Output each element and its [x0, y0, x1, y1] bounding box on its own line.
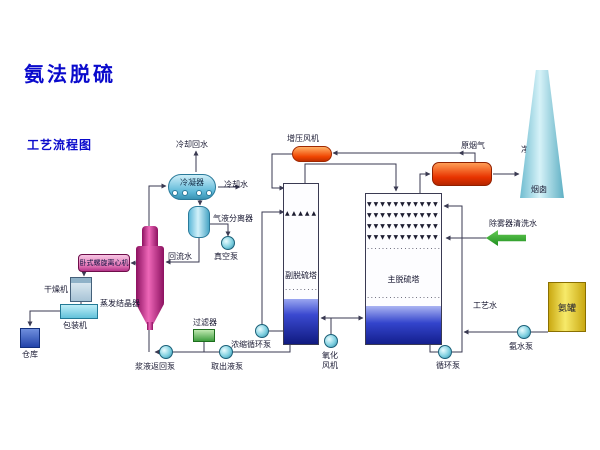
condenser: 冷凝器 — [168, 174, 216, 200]
heat-exchanger — [432, 162, 492, 186]
warehouse-box — [20, 328, 40, 348]
pipe — [148, 183, 167, 226]
condenser-tube-icon — [206, 190, 212, 196]
aux-tower-liquid — [284, 299, 318, 344]
extraction-pump-label: 取出液泵 — [211, 362, 243, 371]
liquid-surface-dots: ······································· — [285, 288, 317, 294]
gas-liquid-separator — [188, 206, 210, 238]
ammonia-pump-icon — [517, 325, 531, 339]
main-tower-label: 主脱硫塔 — [387, 275, 420, 284]
vacuum-pump-label: 真空泵 — [214, 252, 238, 261]
pipe — [27, 310, 60, 327]
condenser-tube-icon — [172, 190, 178, 196]
warehouse-label: 仓库 — [22, 350, 38, 359]
reflux-water-label: 回流水 — [168, 252, 192, 261]
spray-nozzles-row: ▲▲▲▲▲▲▲▲▲▲ — [285, 210, 317, 217]
aux-desulfurization-tower: ▲▲▲▲▲▲▲▲▲▲ 副脱硫塔 ························… — [283, 183, 319, 345]
pipe — [261, 209, 285, 325]
cooling-return-label: 冷却回水 — [176, 140, 208, 149]
spray-nozzles-row: ▼▼▼▼▼▼▼▼▼▼▼▼▼▼ — [367, 212, 440, 219]
aux-tower-label: 副脱硫塔 — [285, 271, 317, 280]
vacuum-pump-icon — [221, 236, 235, 250]
horizontal-screw-centrifuge: 卧式螺旋离心机 — [78, 254, 130, 272]
main-desulfurization-tower: ▼▼▼▼▼▼▼▼▼▼▼▼▼▼ ▼▼▼▼▼▼▼▼▼▼▼▼▼▼ ▼▼▼▼▼▼▼▼▼▼… — [365, 193, 442, 345]
chimney-label: 烟囱 — [531, 185, 547, 194]
concentration-pump-icon — [255, 324, 269, 338]
crystallizer-outlet — [147, 322, 153, 330]
liquid-surface-dots: ······································· — [367, 296, 440, 302]
pipe — [165, 238, 200, 265]
dryer-machine — [70, 277, 92, 302]
pipe — [419, 171, 431, 193]
pipe — [304, 163, 399, 192]
process-water-label: 工艺水 — [473, 301, 497, 310]
slurry-return-pump-label: 浆液返回泵 — [135, 362, 175, 371]
crystallizer-label: 蒸发结晶器 — [100, 299, 140, 308]
extraction-pump-icon — [219, 345, 233, 359]
spray-nozzles-row: ▼▼▼▼▼▼▼▼▼▼▼▼▼▼ — [367, 201, 440, 208]
diagram-subtitle: 工艺流程图 — [27, 138, 93, 152]
slurry-return-pump-icon — [159, 345, 173, 359]
demister-dots-row: ······································· — [367, 247, 440, 253]
crystallizer-neck — [142, 226, 158, 248]
pipe — [154, 344, 291, 355]
condenser-tube-icon — [196, 190, 202, 196]
packer-label: 包装机 — [63, 321, 87, 330]
spray-nozzles-row: ▼▼▼▼▼▼▼▼▼▼▼▼▼▼ — [367, 223, 440, 230]
filter-label: 过滤器 — [193, 318, 217, 327]
raw-gas-label: 原烟气 — [461, 141, 485, 150]
filter-box — [193, 329, 215, 342]
pipe — [210, 223, 231, 237]
circulation-pump-label: 循环泵 — [436, 361, 460, 370]
spray-nozzles-row: ▼▼▼▼▼▼▼▼▼▼▼▼▼▼ — [367, 234, 440, 241]
condenser-tube-icon — [182, 190, 188, 196]
cooling-water-label: 冷却水 — [224, 180, 248, 189]
circulation-pump-icon — [438, 345, 452, 359]
page-title: 氨法脱硫 — [24, 62, 116, 86]
dryer-label: 干燥机 — [44, 285, 68, 294]
ammonia-pump-label: 氨水泵 — [509, 342, 533, 351]
condenser-label: 冷凝器 — [180, 178, 204, 187]
pipe — [443, 203, 463, 353]
booster-fan-label: 增压风机 — [287, 134, 319, 143]
oxidation-fan-icon — [324, 334, 338, 348]
concentration-pump-label: 浓缩循环泵 — [231, 340, 271, 349]
booster-fan — [292, 146, 332, 162]
ammonia-tank: 氨罐 — [548, 282, 586, 332]
evaporation-crystallizer — [136, 246, 164, 306]
gas-liquid-separator-label: 气液分离器 — [213, 214, 253, 223]
pipe — [320, 315, 332, 334]
ammonia-tank-label: 氨罐 — [557, 303, 576, 314]
centrifuge-label: 卧式螺旋离心机 — [79, 259, 129, 267]
pipe — [271, 153, 293, 191]
pipe — [429, 345, 438, 353]
oxidation-fan-label: 氧化风机 — [322, 351, 338, 370]
pipe — [458, 150, 476, 163]
packing-machine — [60, 304, 98, 319]
main-tower-liquid — [366, 306, 441, 344]
demister-wash-label: 除雾器清洗水 — [489, 219, 537, 228]
